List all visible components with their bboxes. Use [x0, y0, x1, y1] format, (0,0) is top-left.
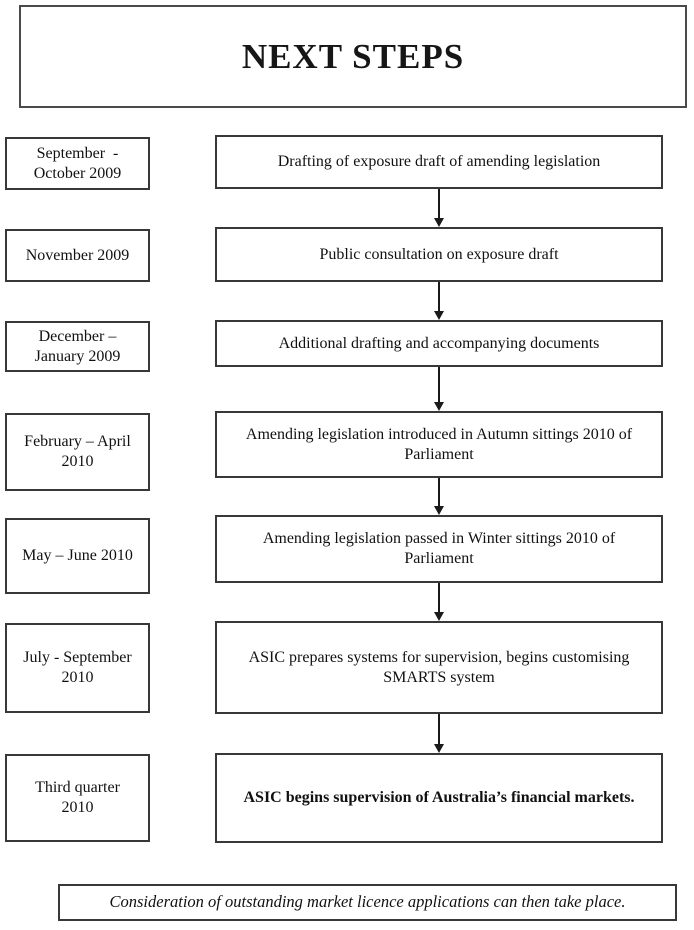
date-box: February – April 2010 [5, 413, 150, 491]
arrow-line [438, 478, 440, 506]
date-box: December – January 2009 [5, 321, 150, 372]
step-box: Drafting of exposure draft of amending l… [215, 135, 663, 189]
down-arrow [433, 583, 445, 621]
arrow-head-icon [434, 612, 444, 621]
arrow-head-icon [434, 744, 444, 753]
arrow-head-icon [434, 218, 444, 227]
step-box-final: ASIC begins supervision of Australia’s f… [215, 753, 663, 843]
title-box: NEXT STEPS [19, 5, 687, 108]
step-box: Amending legislation introduced in Autum… [215, 411, 663, 478]
down-arrow [433, 478, 445, 515]
page-title: NEXT STEPS [241, 36, 465, 76]
step-box: Amending legislation passed in Winter si… [215, 515, 663, 583]
arrow-line [438, 282, 440, 311]
step-box: ASIC prepares systems for supervision, b… [215, 621, 663, 714]
arrow-head-icon [434, 311, 444, 320]
down-arrow [433, 189, 445, 227]
arrow-line [438, 189, 440, 218]
down-arrow [433, 282, 445, 320]
date-box: July - September 2010 [5, 623, 150, 713]
down-arrow [433, 714, 445, 753]
footnote-box: Consideration of outstanding market lice… [58, 884, 677, 921]
arrow-line [438, 367, 440, 402]
arrow-line [438, 714, 440, 744]
step-box: Additional drafting and accompanying doc… [215, 320, 663, 367]
arrow-line [438, 583, 440, 612]
date-box: May – June 2010 [5, 518, 150, 594]
down-arrow [433, 367, 445, 411]
date-box: Third quarter 2010 [5, 754, 150, 842]
date-box: November 2009 [5, 229, 150, 282]
step-box: Public consultation on exposure draft [215, 227, 663, 282]
arrow-head-icon [434, 506, 444, 515]
date-box: September - October 2009 [5, 137, 150, 190]
arrow-head-icon [434, 402, 444, 411]
